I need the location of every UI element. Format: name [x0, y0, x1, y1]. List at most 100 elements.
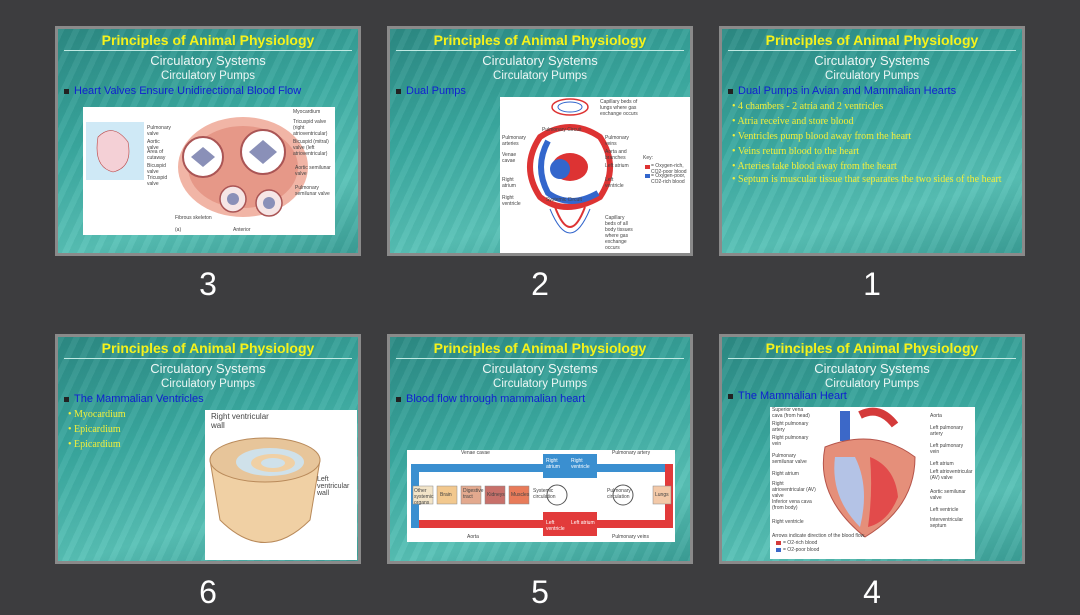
- ventricles-image: Right ventricular wall Left ventricular …: [205, 410, 357, 560]
- mammalian-heart-illustration: [776, 407, 916, 552]
- bullet-text: The Mammalian Heart: [738, 390, 847, 402]
- diagram-label: Muscles: [511, 492, 530, 498]
- diagram-label: Left atrium: [930, 461, 954, 467]
- diagram-label: Key:: [643, 155, 654, 161]
- bullet-square-icon: [728, 393, 733, 399]
- diagram-label: Myocardium: [293, 109, 321, 115]
- diagram-label: = O2-rich blood: [783, 540, 818, 546]
- diagram-label: Brain: [440, 492, 452, 498]
- diagram-label: Pulmonary semilunar valve: [295, 185, 330, 197]
- diagram-label: Pulmonary semilunar valve: [772, 453, 807, 465]
- diagram-label: Other systemic organs: [414, 488, 434, 506]
- slide-number: 3: [199, 266, 217, 302]
- diagram-label: Aorta: [930, 413, 942, 419]
- diagram-label: Aorta: [467, 534, 479, 540]
- heart-valves-image: Myocardium Tricuspid valve (right atriov…: [83, 107, 335, 235]
- diagram-label: Fibrous skeleton: [175, 215, 212, 221]
- diagram-label: Superior vena cava (from head): [772, 407, 810, 419]
- slide-thumbnail[interactable]: Principles of Animal Physiology Circulat…: [55, 334, 361, 564]
- slide-thumbnail[interactable]: Principles of Animal Physiology Circulat…: [719, 26, 1025, 256]
- sub-bullet-item: Veins return blood to the heart: [732, 144, 1014, 159]
- bullet-text: Dual Pumps in Avian and Mammalian Hearts: [738, 85, 957, 97]
- slide-subtitle-2: Circulatory Pumps: [161, 378, 255, 390]
- bullet-text: Heart Valves Ensure Unidirectional Blood…: [74, 85, 302, 97]
- slide-title: Principles of Animal Physiology: [433, 340, 647, 356]
- bullet-text: The Mammalian Ventricles: [74, 393, 204, 405]
- diagram-label: Right ventricle: [502, 195, 521, 207]
- diagram-label: Venae cavae: [502, 152, 517, 164]
- slide-subtitle: Circulatory Systems: [150, 361, 266, 376]
- title-rule: [64, 358, 352, 359]
- ventricles-illustration: [209, 437, 321, 543]
- slide-bullet: Heart Valves Ensure Unidirectional Blood…: [64, 85, 301, 97]
- diagram-label: (a): [175, 227, 182, 233]
- bullet-square-icon: [728, 88, 733, 94]
- blood-flow-diagram-image: Venae cavae Pulmonary artery Right atriu…: [407, 450, 675, 542]
- slide-title: Principles of Animal Physiology: [765, 340, 979, 356]
- slide-bullet: Dual Pumps: [396, 85, 466, 97]
- diagram-label: = O2-poor blood: [783, 547, 820, 553]
- slide-thumbnail[interactable]: Principles of Animal Physiology Circulat…: [55, 26, 361, 256]
- diagram-label: Right atrium: [502, 177, 516, 189]
- diagram-label: Tricuspid valve: [147, 175, 168, 187]
- diagram-label: Pulmonary circulation: [607, 488, 631, 500]
- slide-subtitle: Circulatory Systems: [482, 361, 598, 376]
- diagram-label: Pulmonary Circuit: [542, 127, 582, 133]
- slide-number: 2: [531, 266, 549, 302]
- title-rule: [396, 50, 684, 51]
- sub-bullet-item: Epicardium: [68, 422, 350, 437]
- mammalian-heart-image: Superior vena cava (from head) Right pul…: [770, 407, 975, 559]
- diagram-label: Left pulmonary vein: [930, 443, 964, 455]
- diagram-label: Left ventricle: [605, 177, 624, 189]
- sub-bullet-item: Septum is muscular tissue that separates…: [732, 174, 1014, 185]
- diagram-label: Right ventricle: [571, 458, 590, 470]
- bullet-square-icon: [64, 88, 69, 94]
- diagram-label: Capillary beds of lungs where gas exchan…: [600, 99, 638, 117]
- slide-subtitle-2: Circulatory Pumps: [825, 378, 919, 390]
- circulation-diagram-image: Capillary beds of lungs where gas exchan…: [500, 97, 690, 253]
- bullet-square-icon: [64, 396, 69, 402]
- bullet-square-icon: [396, 396, 401, 402]
- bullet-square-icon: [396, 88, 401, 94]
- sub-bullet-list: 4 chambers - 2 atria and 2 ventricles At…: [732, 99, 1014, 185]
- sub-bullet-item: 4 chambers - 2 atria and 2 ventricles: [732, 99, 1014, 114]
- slide-bullet: Blood flow through mammalian heart: [396, 393, 585, 405]
- diagram-label: Left atrium: [605, 163, 629, 169]
- slide-subtitle-2: Circulatory Pumps: [493, 378, 587, 390]
- slide-number: 6: [199, 574, 217, 610]
- slide-subtitle-2: Circulatory Pumps: [493, 70, 587, 82]
- diagram-label: Right atrioventricular (AV) valve: [772, 481, 816, 499]
- diagram-label: Capillary beds of all body tissues where…: [605, 215, 633, 251]
- diagram-label: Left ventricle: [930, 507, 959, 513]
- slide-title: Principles of Animal Physiology: [433, 32, 647, 48]
- diagram-label: Left ventricular wall: [317, 476, 350, 497]
- diagram-label: Bicuspid valve: [147, 163, 166, 175]
- diagram-label: Inferior vena cava (from body): [772, 499, 812, 511]
- diagram-label: Arrows indicate direction of the blood f…: [772, 533, 866, 539]
- slide-thumbnail[interactable]: Principles of Animal Physiology Circulat…: [719, 334, 1025, 564]
- title-rule: [728, 358, 1016, 359]
- diagram-label: Aortic semilunar valve: [930, 489, 966, 501]
- diagram-label: Bicuspid (mitral) valve (left atrioventr…: [293, 139, 329, 157]
- heart-valves-illustration: [86, 117, 308, 217]
- slide-thumbnail[interactable]: Principles of Animal Physiology Circulat…: [387, 334, 693, 564]
- slide-thumbnail[interactable]: Principles of Animal Physiology Circulat…: [387, 26, 693, 256]
- slide-number: 1: [863, 266, 881, 302]
- diagram-label: Pulmonary artery: [612, 450, 651, 456]
- diagram-label: = Oxygen-poor, CO2-rich blood: [651, 173, 686, 185]
- diagram-label: Right atrium: [772, 471, 799, 477]
- diagram-label: Systemic Circuit: [546, 197, 582, 203]
- slide-bullet: The Mammalian Heart: [728, 390, 847, 402]
- sub-bullet-item: Arteries take blood away from the heart: [732, 159, 1014, 174]
- diagram-label: Aortic semilunar valve: [295, 165, 331, 177]
- slide-subtitle: Circulatory Systems: [814, 361, 930, 376]
- slide-bullet: The Mammalian Ventricles: [64, 393, 204, 405]
- title-rule: [64, 50, 352, 51]
- sub-bullet-list: Myocardium Epicardium Epicardium: [68, 407, 350, 452]
- diagram-label: Left atrioventricular (AV) valve: [930, 469, 973, 481]
- diagram-label: Pulmonary arteries: [502, 135, 526, 147]
- slide-title: Principles of Animal Physiology: [101, 340, 315, 356]
- slide-number: 4: [863, 574, 881, 610]
- bullet-text: Dual Pumps: [406, 85, 466, 97]
